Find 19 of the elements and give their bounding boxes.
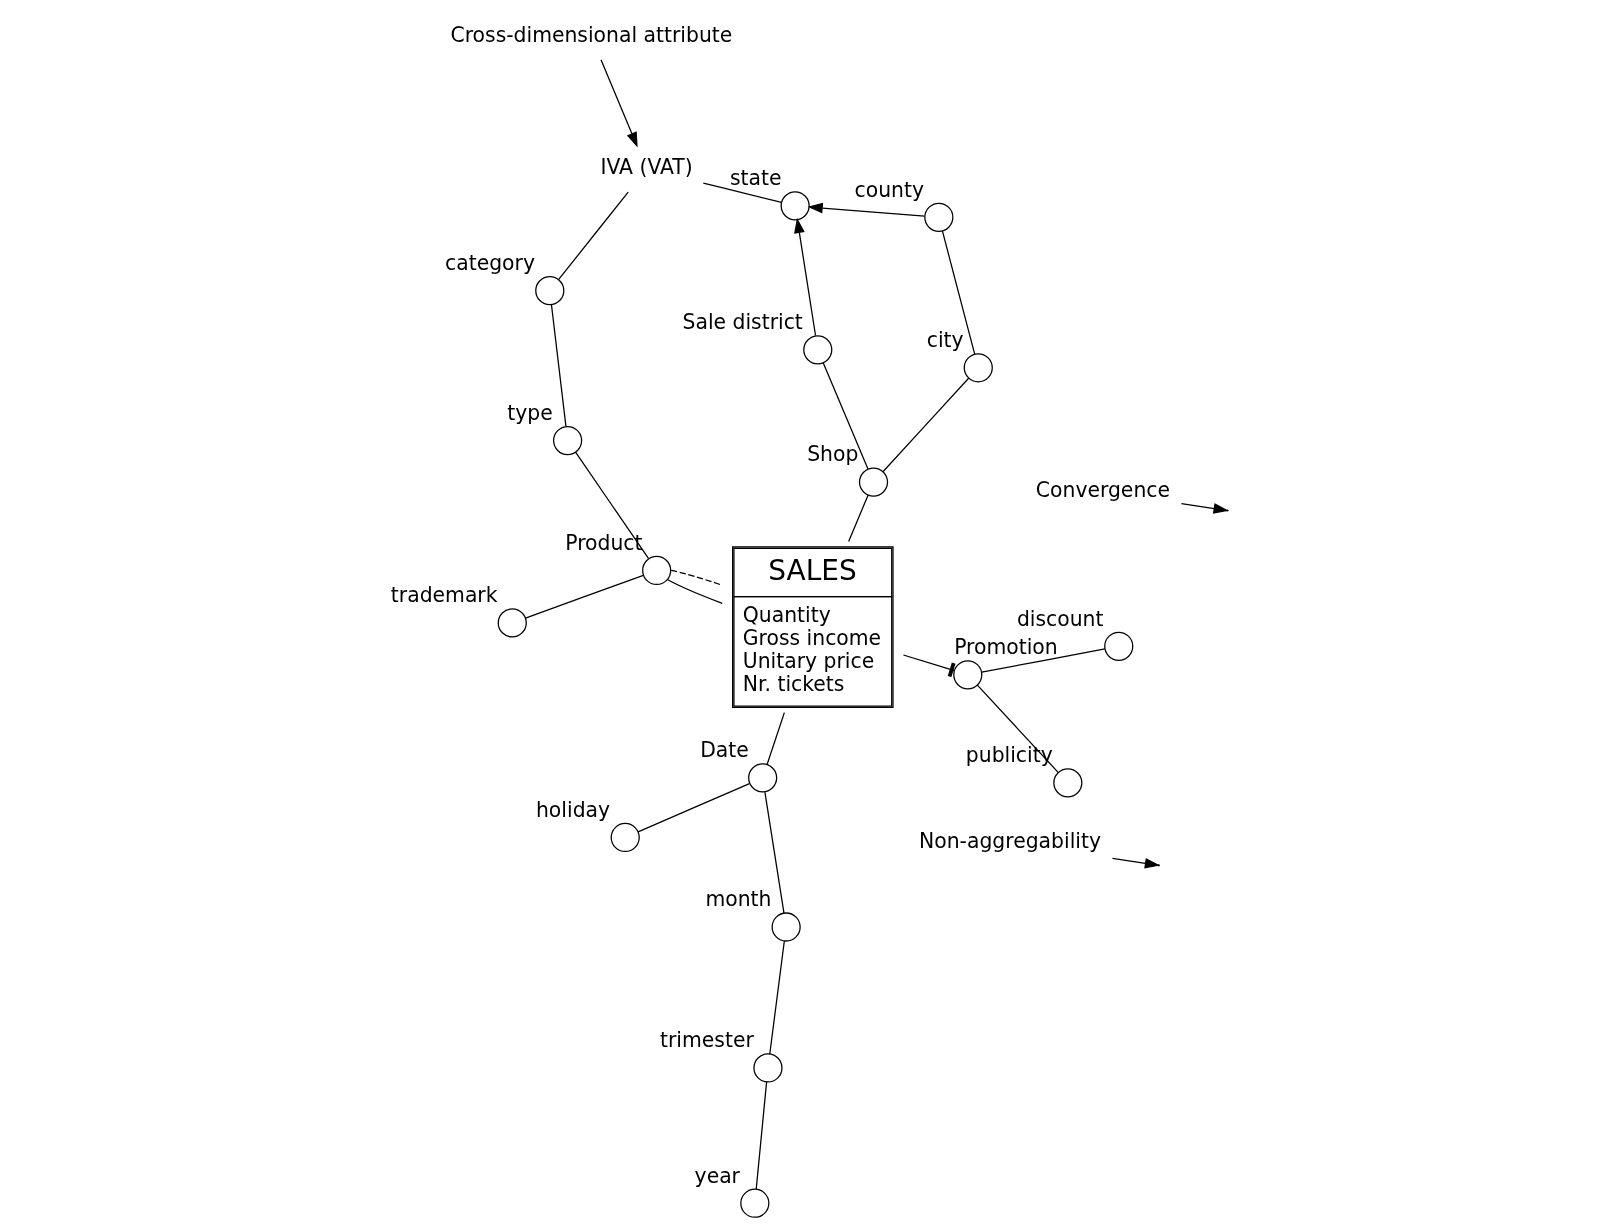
- node-label: Date: [700, 738, 749, 763]
- node-label: Shop: [807, 442, 859, 467]
- node-text: IVA (VAT): [600, 154, 693, 179]
- node-text: Cross-dimensional attribute: [450, 22, 733, 47]
- node-text: Convergence: [1035, 477, 1170, 502]
- node-label: type: [507, 400, 553, 425]
- node-label: category: [445, 251, 535, 276]
- node-label: discount: [1016, 606, 1104, 631]
- node-label: trimester: [659, 1028, 754, 1053]
- node-label: Sale district: [682, 310, 803, 335]
- node-label: city: [926, 328, 964, 353]
- node-label: Promotion: [954, 635, 1058, 660]
- node-label: trademark: [390, 583, 498, 608]
- node-text: Non-aggregability: [919, 828, 1101, 853]
- node-label: county: [854, 177, 924, 202]
- node-label: holiday: [535, 797, 611, 822]
- node-label: month: [705, 887, 772, 912]
- node-label: state: [729, 166, 782, 191]
- node-label: year: [694, 1163, 740, 1188]
